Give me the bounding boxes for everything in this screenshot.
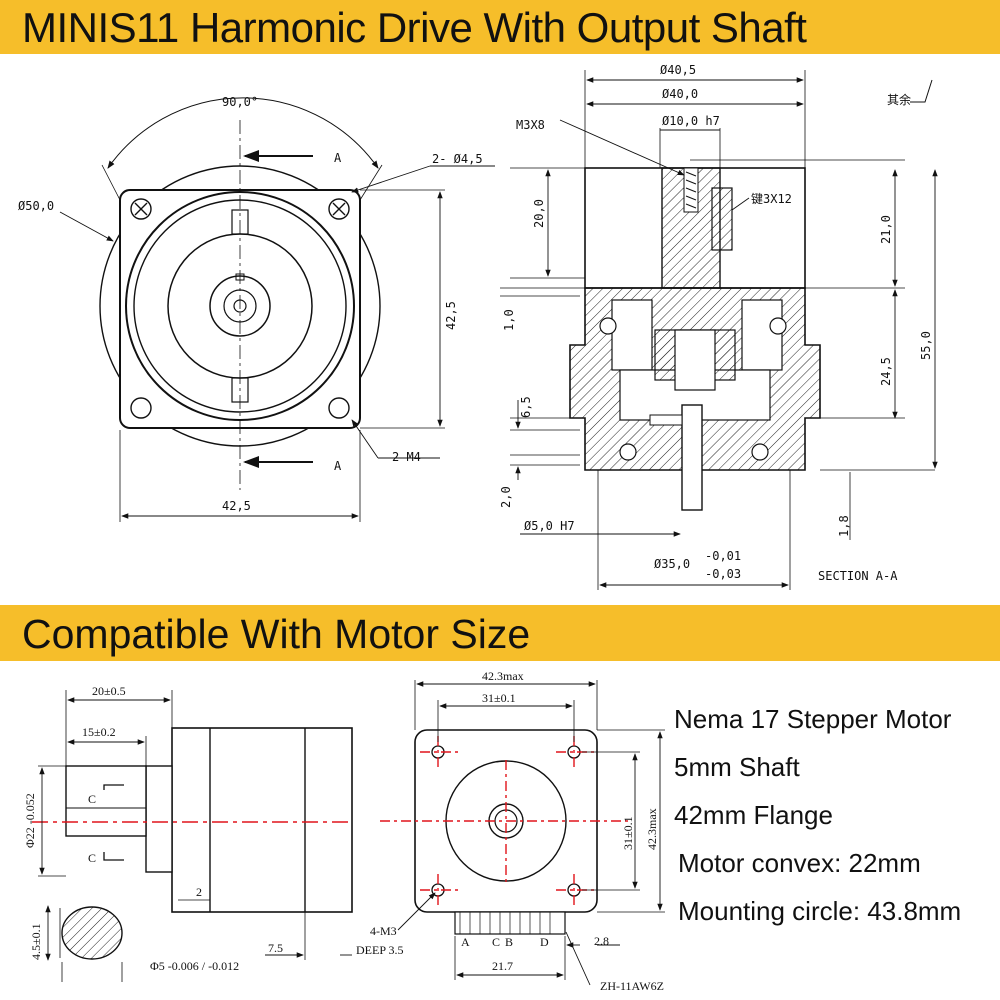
dim-65-label: 6,5 [519, 396, 533, 418]
title-banner: MINIS11 Harmonic Drive With Output Shaft [0, 0, 1000, 54]
tol-upper-label: -0,01 [705, 549, 741, 563]
section-mark-bottom: A [334, 459, 342, 473]
d-outer-label: Ø40,5 [660, 63, 696, 77]
dim-15-02: 15±0.2 [82, 725, 116, 739]
spec-flange: 42mm Flange [674, 800, 833, 830]
width-label: 42,5 [222, 499, 251, 513]
dim-423: 42.3max [482, 669, 524, 683]
spec-motor: Nema 17 Stepper Motor [674, 704, 952, 734]
d35-label: Ø35,0 [654, 557, 690, 571]
dim-20-label: 20,0 [532, 199, 546, 228]
title-text: MINIS11 Harmonic Drive With Output Shaft [22, 4, 807, 51]
dim-423-v: 42.3max [645, 808, 659, 850]
dim-75: 7.5 [268, 941, 283, 955]
pin-a: A [461, 935, 470, 949]
section-mark-top: A [334, 151, 342, 165]
holes-label: 4-M3 [370, 924, 397, 938]
dim-2: 2 [196, 885, 202, 899]
spec-mounting-circle: Mounting circle: 43.8mm [678, 896, 962, 926]
thread-label: 2 M4 [392, 450, 421, 464]
pin-d: D [540, 935, 549, 949]
front-view [59, 97, 495, 522]
spec-convex: Motor convex: 22mm [678, 848, 921, 878]
dim-20-05: 20±0.5 [92, 684, 126, 698]
dim-18-label: 1,8 [837, 515, 851, 537]
dim-45: 4.5±0.1 [29, 923, 43, 960]
deep-label: DEEP 3.5 [356, 943, 404, 957]
dia-22: Φ22 -0.052 [23, 793, 37, 848]
dim-217: 21.7 [492, 959, 513, 973]
motor-front-labels: 42.3max 31±0.1 31±0.1 42.3max 4-M3 DEEP … [356, 669, 664, 993]
c-mark-top: C [88, 792, 96, 806]
angle-label: 90,0° [222, 95, 258, 109]
dim-31-v: 31±0.1 [621, 816, 635, 850]
mounting-holes [130, 198, 350, 419]
motor-side-view [32, 690, 353, 982]
front-view-labels: 90,0° A A 2- Ø4,5 Ø50,0 42,5 42,5 2 M4 [18, 95, 483, 513]
d-body-label: Ø40,0 [662, 87, 698, 101]
section-view-labels: Ø40,5 Ø40,0 Ø10,0 h7 M3X8 其余 键3X12 20,0 … [499, 63, 933, 583]
dim-245-label: 24,5 [879, 357, 893, 386]
motor-front-view [380, 680, 665, 986]
dim-21-label: 21,0 [879, 215, 893, 244]
dim-31: 31±0.1 [482, 691, 516, 705]
dia-5: Φ5 -0.006 / -0.012 [150, 959, 239, 973]
key-label: 键3X12 [751, 192, 792, 206]
outer-dia-label: Ø50,0 [18, 199, 54, 213]
height-label: 42,5 [444, 301, 458, 330]
bore-label: Ø5,0 H7 [524, 519, 575, 533]
section-view [500, 70, 938, 590]
section-caption: SECTION A-A [818, 569, 898, 583]
dim-28: 2.8 [594, 934, 609, 948]
motor-side-labels: 20±0.5 15±0.2 Φ22 -0.052 C C 2 4.5±0.1 7… [23, 684, 283, 973]
roughness-label: 其余 [887, 92, 911, 107]
spec-shaft: 5mm Shaft [674, 752, 800, 782]
dim-55-label: 55,0 [919, 331, 933, 360]
pin-b: B [505, 935, 513, 949]
shaft-dia-label: Ø10,0 h7 [662, 114, 720, 128]
subtitle-banner: Compatible With Motor Size [0, 605, 1000, 661]
subtitle-text: Compatible With Motor Size [22, 611, 531, 657]
hole-label: 2- Ø4,5 [432, 152, 483, 166]
tol-lower-label: -0,03 [705, 567, 741, 581]
connector-label: ZH-11AW6Z [600, 979, 664, 993]
dim-1-label: 1,0 [502, 309, 516, 331]
screw-label: M3X8 [516, 118, 545, 132]
dim-2-label: 2,0 [499, 486, 513, 508]
pin-c: C [492, 935, 500, 949]
c-mark-bottom: C [88, 851, 96, 865]
